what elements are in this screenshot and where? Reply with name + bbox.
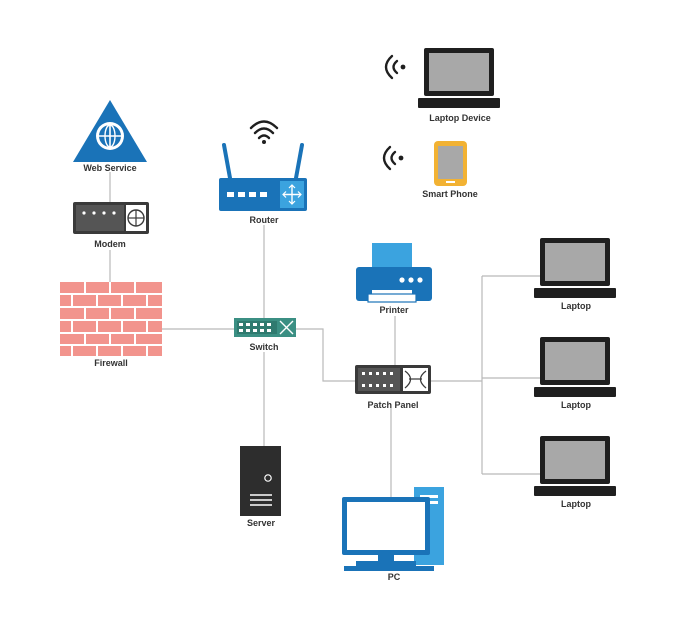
- link-switch-patchpanel: [296, 328, 355, 382]
- laptop-3-label: Laptop: [561, 499, 591, 509]
- smart-phone-icon: [434, 141, 467, 186]
- modem-node: Modem: [73, 202, 149, 249]
- laptop-2-label: Laptop: [561, 400, 591, 410]
- modem-label: Modem: [94, 239, 126, 249]
- laptop-icon: [534, 436, 616, 496]
- web-service-node: Web Service: [73, 100, 147, 173]
- smart-phone-node: Smart Phone: [382, 141, 478, 199]
- router-icon: [219, 143, 307, 211]
- laptop-3-node: Laptop: [534, 436, 616, 509]
- switch-icon: [234, 318, 296, 337]
- brick-wall-icon: [60, 282, 162, 356]
- patch-panel-icon: [355, 365, 431, 394]
- switch-node: Switch: [234, 318, 296, 352]
- printer-label: Printer: [379, 305, 409, 315]
- smart-phone-label: Smart Phone: [422, 189, 478, 199]
- connections: [109, 172, 540, 497]
- server-label: Server: [247, 518, 276, 528]
- laptop-icon: [418, 48, 500, 108]
- switch-label: Switch: [249, 342, 278, 352]
- router-node: Router: [219, 120, 307, 225]
- firewall-label: Firewall: [94, 358, 128, 368]
- modem-icon: [73, 202, 149, 234]
- patch-panel-node: Patch Panel: [355, 365, 431, 410]
- printer-icon: [356, 243, 432, 303]
- web-service-label: Web Service: [83, 163, 136, 173]
- laptop-icon: [534, 337, 616, 397]
- laptop-1-label: Laptop: [561, 301, 591, 311]
- patch-panel-label: Patch Panel: [367, 400, 418, 410]
- laptop-device-label: Laptop Device: [429, 113, 491, 123]
- laptop-device-node: Laptop Device: [384, 48, 500, 123]
- firewall-node: Firewall: [60, 282, 162, 368]
- wireless-signal-icon: [382, 145, 404, 171]
- server-icon: [240, 446, 281, 516]
- router-label: Router: [250, 215, 279, 225]
- server-node: Server: [240, 446, 281, 528]
- laptop-2-node: Laptop: [534, 337, 616, 410]
- globe-triangle-icon: [73, 100, 147, 162]
- printer-node: Printer: [356, 243, 432, 315]
- pc-label: PC: [388, 572, 401, 582]
- pc-icon: [342, 487, 444, 571]
- pc-node: PC: [342, 487, 444, 582]
- laptop-1-node: Laptop: [534, 238, 616, 311]
- laptop-icon: [534, 238, 616, 298]
- wireless-signal-icon: [384, 54, 406, 80]
- wifi-icon: [249, 120, 279, 144]
